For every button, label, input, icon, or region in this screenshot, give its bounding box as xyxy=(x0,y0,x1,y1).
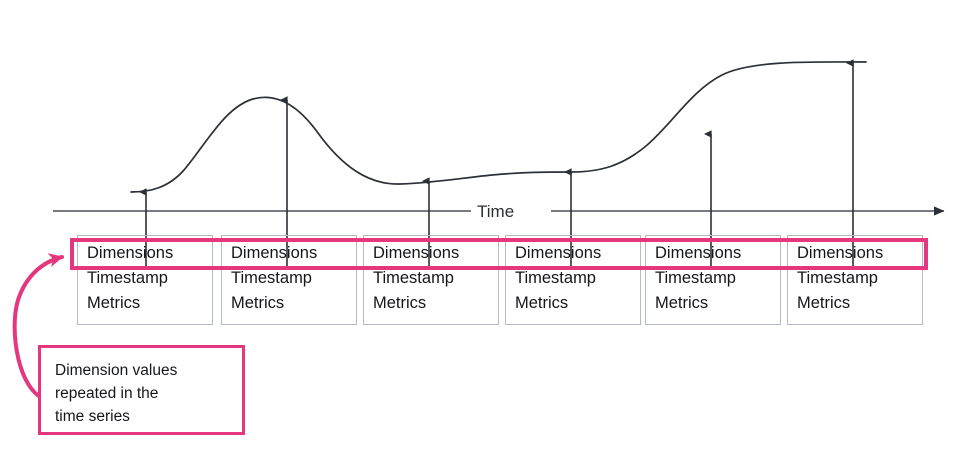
record-box[interactable]: Dimensions Timestamp Metrics xyxy=(505,235,641,325)
callout-annotation: Dimension values repeated in the time se… xyxy=(38,345,245,435)
record-field-metrics: Metrics xyxy=(797,294,851,312)
record-field-timestamp: Timestamp xyxy=(797,269,878,287)
axis-label-time: Time xyxy=(477,202,515,221)
callout-line-3: time series xyxy=(55,408,130,425)
record-field-timestamp: Timestamp xyxy=(655,269,736,287)
record-field-metrics: Metrics xyxy=(373,294,427,312)
record-field-dimensions: Dimensions xyxy=(87,244,174,262)
record-field-timestamp: Timestamp xyxy=(515,269,596,287)
record-box[interactable]: Dimensions Timestamp Metrics xyxy=(787,235,923,325)
record-field-dimensions: Dimensions xyxy=(231,244,318,262)
record-field-metrics: Metrics xyxy=(231,294,285,312)
record-field-metrics: Metrics xyxy=(655,294,709,312)
record-field-dimensions: Dimensions xyxy=(373,244,460,262)
record-field-dimensions: Dimensions xyxy=(797,244,884,262)
record-field-metrics: Metrics xyxy=(515,294,569,312)
record-field-timestamp: Timestamp xyxy=(87,269,168,287)
metric-curve xyxy=(130,61,867,193)
callout-line-1: Dimension values xyxy=(55,362,178,379)
record-box[interactable]: Dimensions Timestamp Metrics xyxy=(221,235,357,325)
record-field-dimensions: Dimensions xyxy=(515,244,602,262)
record-box[interactable]: Dimensions Timestamp Metrics xyxy=(363,235,499,325)
callout-connector-arrow xyxy=(12,253,64,402)
callout-line-2: repeated in the xyxy=(55,385,159,402)
record-box[interactable]: Dimensions Timestamp Metrics xyxy=(645,235,781,325)
record-field-timestamp: Timestamp xyxy=(373,269,454,287)
record-field-dimensions: Dimensions xyxy=(655,244,742,262)
record-field-timestamp: Timestamp xyxy=(231,269,312,287)
record-box[interactable]: Dimensions Timestamp Metrics xyxy=(77,235,213,325)
record-field-metrics: Metrics xyxy=(87,294,141,312)
